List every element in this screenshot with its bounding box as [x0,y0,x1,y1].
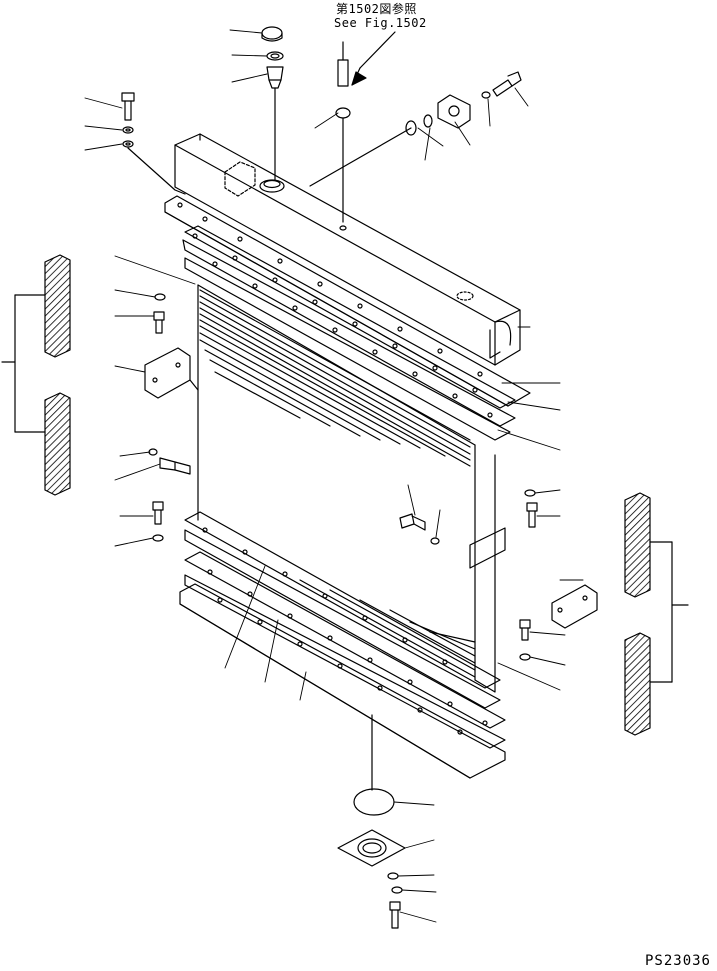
upper-gaskets [182,225,516,441]
upper-flange [164,195,531,407]
radiator-core [197,284,496,693]
bottom-parts [337,714,406,929]
plate-code: PS23036 [644,953,711,969]
left-seal-strips [1,254,71,496]
upper-tank [174,133,521,366]
figure-reference-english: See Fig.1502 [334,16,427,30]
center-bolt [399,513,440,545]
filler-cap-parts [261,26,284,181]
right-seal-strips [624,492,689,736]
cover-assembly [309,71,522,187]
breather-hose [335,31,396,223]
left-top-bolt-set [121,92,186,195]
leader-lines [84,29,584,923]
left-bracket-set [144,293,199,542]
lower-tank [179,511,506,779]
figure-reference-japanese: 第1502図参照 [336,2,417,16]
right-bracket-set [469,489,598,661]
